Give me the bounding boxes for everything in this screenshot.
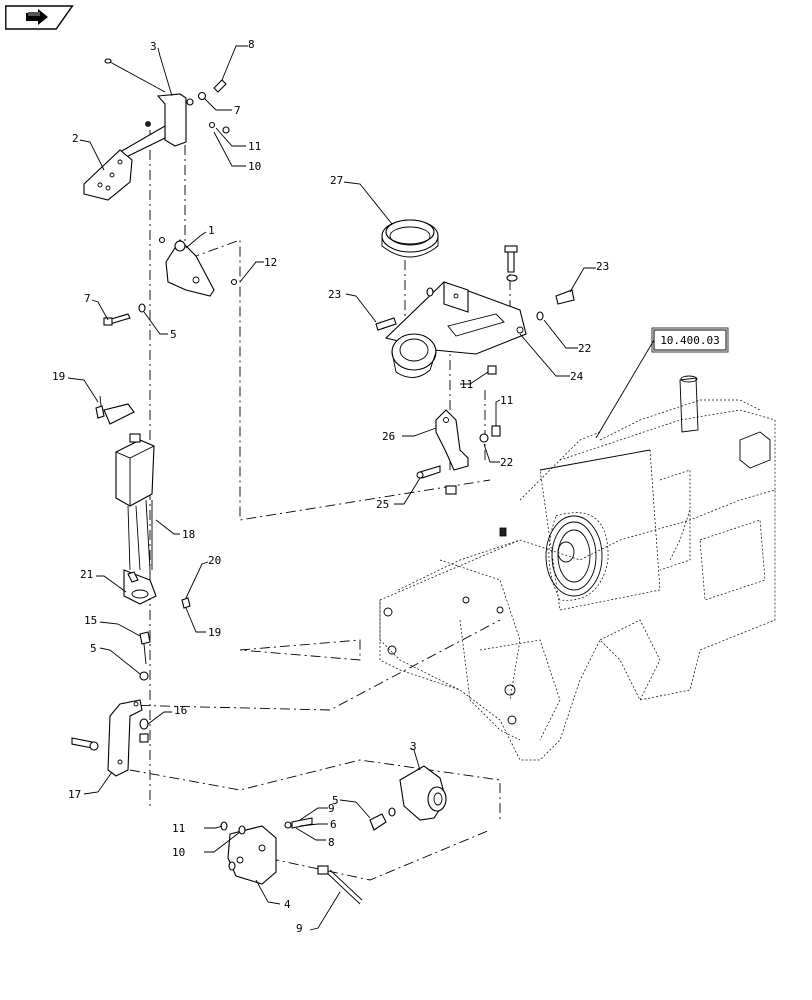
callout-5: 5 xyxy=(170,328,177,341)
callout-labels: 3 8 7 11 10 2 1 12 7 5 19 18 20 21 19 15… xyxy=(52,38,609,935)
callout-4: 4 xyxy=(284,898,291,911)
callout-17: 17 xyxy=(68,788,81,801)
callout-10b: 10 xyxy=(172,846,185,859)
callout-3: 3 xyxy=(150,40,157,53)
reference-label: 10.400.03 xyxy=(660,334,720,347)
callout-26: 26 xyxy=(382,430,395,443)
leader-lines xyxy=(67,45,596,931)
callout-5b: 5 xyxy=(90,642,97,655)
callout-12: 12 xyxy=(264,256,277,269)
bottom-mount xyxy=(220,765,447,905)
lower-bracket-17 xyxy=(71,631,151,777)
callout-22b: 22 xyxy=(500,456,513,469)
grommet-27 xyxy=(381,219,439,258)
callout-18: 18 xyxy=(182,528,195,541)
plate-24 xyxy=(375,245,575,378)
callout-21: 21 xyxy=(80,568,93,581)
callout-3b: 3 xyxy=(410,740,417,753)
callout-6: 7 xyxy=(234,104,241,117)
upper-bracket xyxy=(83,58,230,201)
callout-16: 16 xyxy=(174,704,187,717)
nav-button[interactable] xyxy=(4,4,74,31)
bolts-7-5 xyxy=(103,303,146,326)
callout-7: 7 xyxy=(84,292,91,305)
bracket-26 xyxy=(416,409,501,495)
callout-1: 1 xyxy=(208,224,215,237)
callout-11: 11 xyxy=(248,140,261,153)
callout-22: 22 xyxy=(578,342,591,355)
callout-2: 2 xyxy=(72,132,79,145)
bracket-1 xyxy=(158,236,238,297)
callout-11d: 11 xyxy=(500,394,513,407)
callout-27: 27 xyxy=(330,174,343,187)
reference-box[interactable]: 10.400.03 xyxy=(595,327,729,439)
callout-15: 15 xyxy=(84,614,97,627)
callout-8b: 9 xyxy=(328,802,335,815)
callout-23b: 23 xyxy=(596,260,609,273)
callout-25: 25 xyxy=(376,498,389,511)
callout-19b: 19 xyxy=(208,626,221,639)
callout-8: 8 xyxy=(248,38,255,51)
callout-11b: 11 xyxy=(172,822,185,835)
callout-6b: 6 xyxy=(330,818,337,831)
tractor-frame xyxy=(379,375,776,761)
gas-spring-18 xyxy=(95,395,191,609)
callout-11c: 11 xyxy=(460,378,473,391)
callout-5c: 5 xyxy=(332,794,339,807)
callout-9-label: 9 xyxy=(296,922,303,935)
arrow-icon xyxy=(5,5,74,30)
callout-20: 20 xyxy=(208,554,221,567)
callout-19: 19 xyxy=(52,370,65,383)
callout-23: 23 xyxy=(328,288,341,301)
callout-24: 24 xyxy=(570,370,584,383)
callout-10: 10 xyxy=(248,160,261,173)
callout-7b: 8 xyxy=(328,836,335,849)
